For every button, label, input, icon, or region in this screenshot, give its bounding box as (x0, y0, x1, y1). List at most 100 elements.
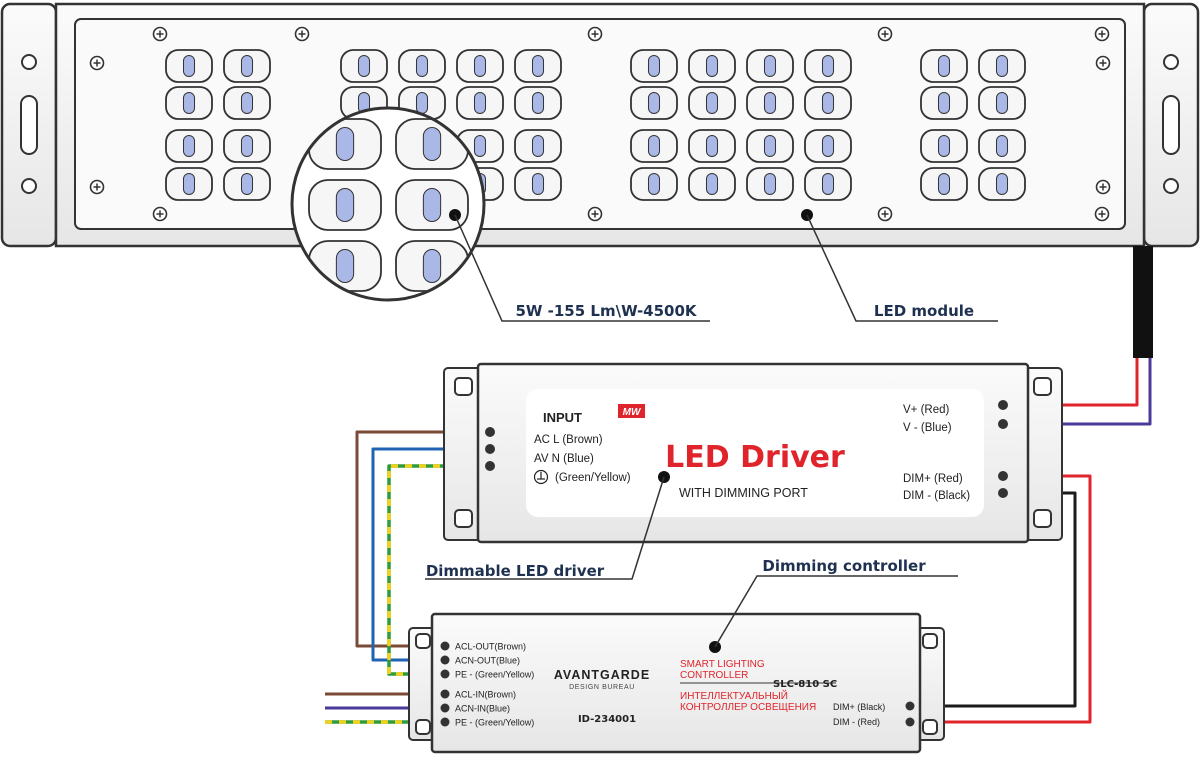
led-chip (920, 86, 968, 120)
out-vplus: V+ (Red) (903, 404, 950, 416)
led-spec-label: 5W -155 Lm\W-4500K (515, 302, 697, 320)
led-chip (456, 49, 504, 83)
controller-brand: AVANTGARDE (554, 668, 650, 682)
led-chip (340, 49, 388, 83)
screw-icon (587, 206, 603, 222)
screw-icon (89, 55, 105, 71)
led-chip (920, 129, 968, 163)
led-chip (746, 49, 794, 83)
screw-icon (89, 179, 105, 195)
pin-acl-in: ACL-IN(Brown) (455, 690, 516, 700)
led-chip (978, 129, 1026, 163)
controller-callout: Dimming controller (709, 557, 958, 653)
out-dimminus: DIM - (Black) (903, 490, 970, 502)
led-chip (746, 86, 794, 120)
led-chip (978, 167, 1026, 201)
led-chip (165, 49, 213, 83)
led-chip (630, 129, 678, 163)
screw-icon (152, 206, 168, 222)
driver-label-panel (526, 389, 984, 517)
led-chip (223, 86, 271, 120)
screw-icon (1094, 26, 1110, 42)
led-chip (630, 49, 678, 83)
led-chip (308, 179, 382, 231)
dimming-controller: ACL-OUT(Brown) ACN-OUT(Blue) PE - (Green… (408, 612, 945, 754)
screw-icon (877, 206, 893, 222)
driver-callout-label: Dimmable LED driver (426, 562, 605, 580)
mount-slot (20, 95, 38, 155)
led-chip (978, 49, 1026, 83)
led-chip (165, 86, 213, 120)
led-chip (746, 129, 794, 163)
pin-dim-plus: DIM+ (Black) (833, 702, 885, 712)
led-chip (688, 49, 736, 83)
controller-model: SLC-810 SC (773, 679, 837, 690)
led-chip (746, 167, 794, 201)
module-cable (1133, 246, 1153, 358)
driver-callout: Dimmable LED driver (425, 471, 670, 580)
wire-brown-out (355, 430, 490, 648)
pin-acl-out: ACL-OUT(Brown) (455, 642, 526, 652)
driver-title: LED Driver (665, 440, 845, 475)
screw-icon (1094, 206, 1110, 222)
led-chip (920, 167, 968, 201)
led-module-callout: LED module (801, 209, 998, 322)
driver-input-title: INPUT (543, 410, 582, 425)
led-chip (308, 240, 382, 292)
led-chip (395, 179, 469, 231)
ru-line1: ИНТЕЛЛЕКТУАЛЬНЫЙ (680, 689, 788, 702)
pin-pe-out: PE - (Green/Yellow) (455, 670, 534, 680)
led-chip (223, 49, 271, 83)
controller-id: ID-234001 (578, 714, 636, 725)
led-chip (804, 129, 852, 163)
screw-icon (877, 26, 893, 42)
controller-callout-label: Dimming controller (762, 557, 926, 575)
mount-hole (21, 178, 37, 194)
mount-hole (21, 54, 37, 70)
led-chip (223, 167, 271, 201)
led-chip (395, 240, 469, 292)
led-chip (514, 167, 562, 201)
mount-hole (1163, 178, 1179, 194)
out-vminus: V - (Blue) (903, 422, 952, 434)
ground-symbol-icon (533, 469, 549, 485)
led-chip (514, 49, 562, 83)
led-chip (630, 86, 678, 120)
led-chip (630, 167, 678, 201)
driver-subtitle: WITH DIMMING PORT (679, 486, 808, 500)
pin-acn-in: ACN-IN(Blue) (455, 704, 510, 714)
controller-body (430, 612, 922, 754)
out-dimplus: DIM+ (Red) (903, 473, 963, 485)
screw-icon (1095, 179, 1111, 195)
screw-icon (587, 26, 603, 42)
led-chip (920, 49, 968, 83)
svg-text:MW: MW (623, 407, 642, 418)
led-chip (688, 86, 736, 120)
led-chip (456, 86, 504, 120)
zoom-lens (290, 106, 486, 302)
led-chip-array (165, 49, 1026, 201)
pin-pe-in: PE - (Green/Yellow) (455, 718, 534, 728)
led-spec-callout: 5W -155 Lm\W-4500K (449, 209, 710, 322)
smart-line1: SMART LIGHTING (680, 659, 765, 670)
led-chip (165, 129, 213, 163)
screw-icon (294, 26, 310, 42)
pin-avn: AV N (Blue) (534, 453, 594, 465)
led-chip (804, 86, 852, 120)
led-module-label: LED module (874, 302, 974, 320)
led-module (0, 2, 1200, 358)
screw-icon (1095, 55, 1111, 71)
led-chip (514, 129, 562, 163)
led-chip (688, 129, 736, 163)
mount-hole (1163, 54, 1179, 70)
meanwell-logo: MW (618, 404, 645, 418)
pin-pe: (Green/Yellow) (555, 472, 631, 484)
controller-brand-sub: DESIGN BUREAU (569, 684, 635, 691)
pin-acl: AC L (Brown) (534, 434, 603, 446)
mount-slot (1162, 95, 1180, 155)
pin-dim-minus: DIM - (Red) (833, 717, 880, 727)
led-chip (978, 86, 1026, 120)
screw-icon (152, 26, 168, 42)
led-chip (688, 167, 736, 201)
